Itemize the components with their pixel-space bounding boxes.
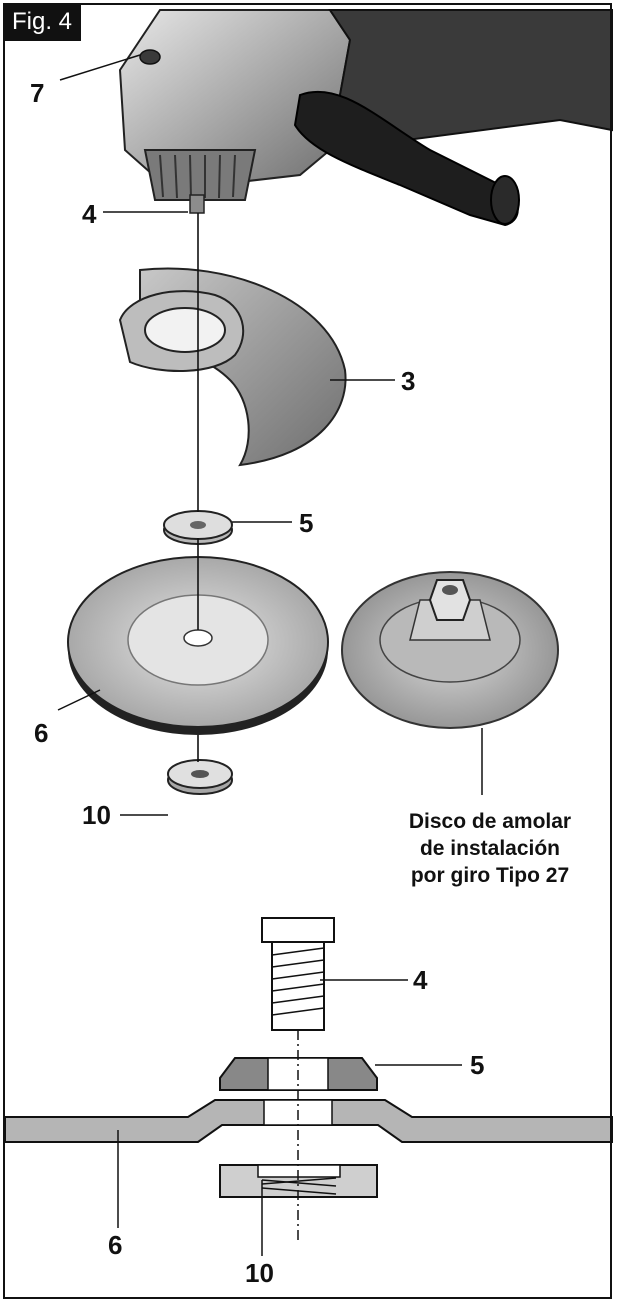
callout-7-spindle-lock: 7 — [30, 78, 45, 108]
grinder-head — [118, 9, 613, 227]
callout-4-section-spindle: 4 — [413, 965, 428, 995]
callout-6-disc: 6 — [34, 718, 49, 748]
figure-frame — [3, 3, 612, 1299]
grinder-motor-housing — [328, 9, 613, 152]
leader-lines-bottom — [117, 979, 462, 1256]
caption-line-1: Disco de amolar — [408, 810, 572, 833]
side-handle-end-cap — [490, 175, 520, 225]
caption-line-3: por giro Tipo 27 — [410, 864, 570, 887]
callout-10-lock-nut: 10 — [82, 800, 111, 830]
callout-4-spindle: 4 — [82, 199, 97, 229]
spindle — [189, 194, 205, 214]
grinder-fins — [159, 154, 236, 199]
figure-label: Fig. 4 — [3, 3, 81, 41]
type27-nut — [428, 579, 472, 621]
grinding-disc-top — [67, 556, 329, 735]
guard-collar-opening — [144, 307, 226, 353]
grinder-gear-housing — [143, 149, 257, 201]
callout-6-section-disc: 6 — [108, 1230, 123, 1260]
lock-nut-top — [167, 759, 233, 795]
type27-caption: Disco de amolar de instalación por giro … — [385, 808, 595, 889]
callout-5-section-flange: 5 — [470, 1050, 485, 1080]
callout-10-section-lock-nut: 10 — [245, 1258, 274, 1288]
section-spindle — [261, 917, 335, 1031]
callout-3-guard: 3 — [401, 366, 416, 396]
leader-lines-top — [57, 54, 483, 816]
type27-disc — [341, 571, 559, 729]
spindle-lock-button — [139, 49, 161, 65]
callout-5-flange: 5 — [299, 508, 314, 538]
caption-line-2: de instalación — [419, 837, 561, 860]
wheel-guard — [118, 267, 347, 467]
